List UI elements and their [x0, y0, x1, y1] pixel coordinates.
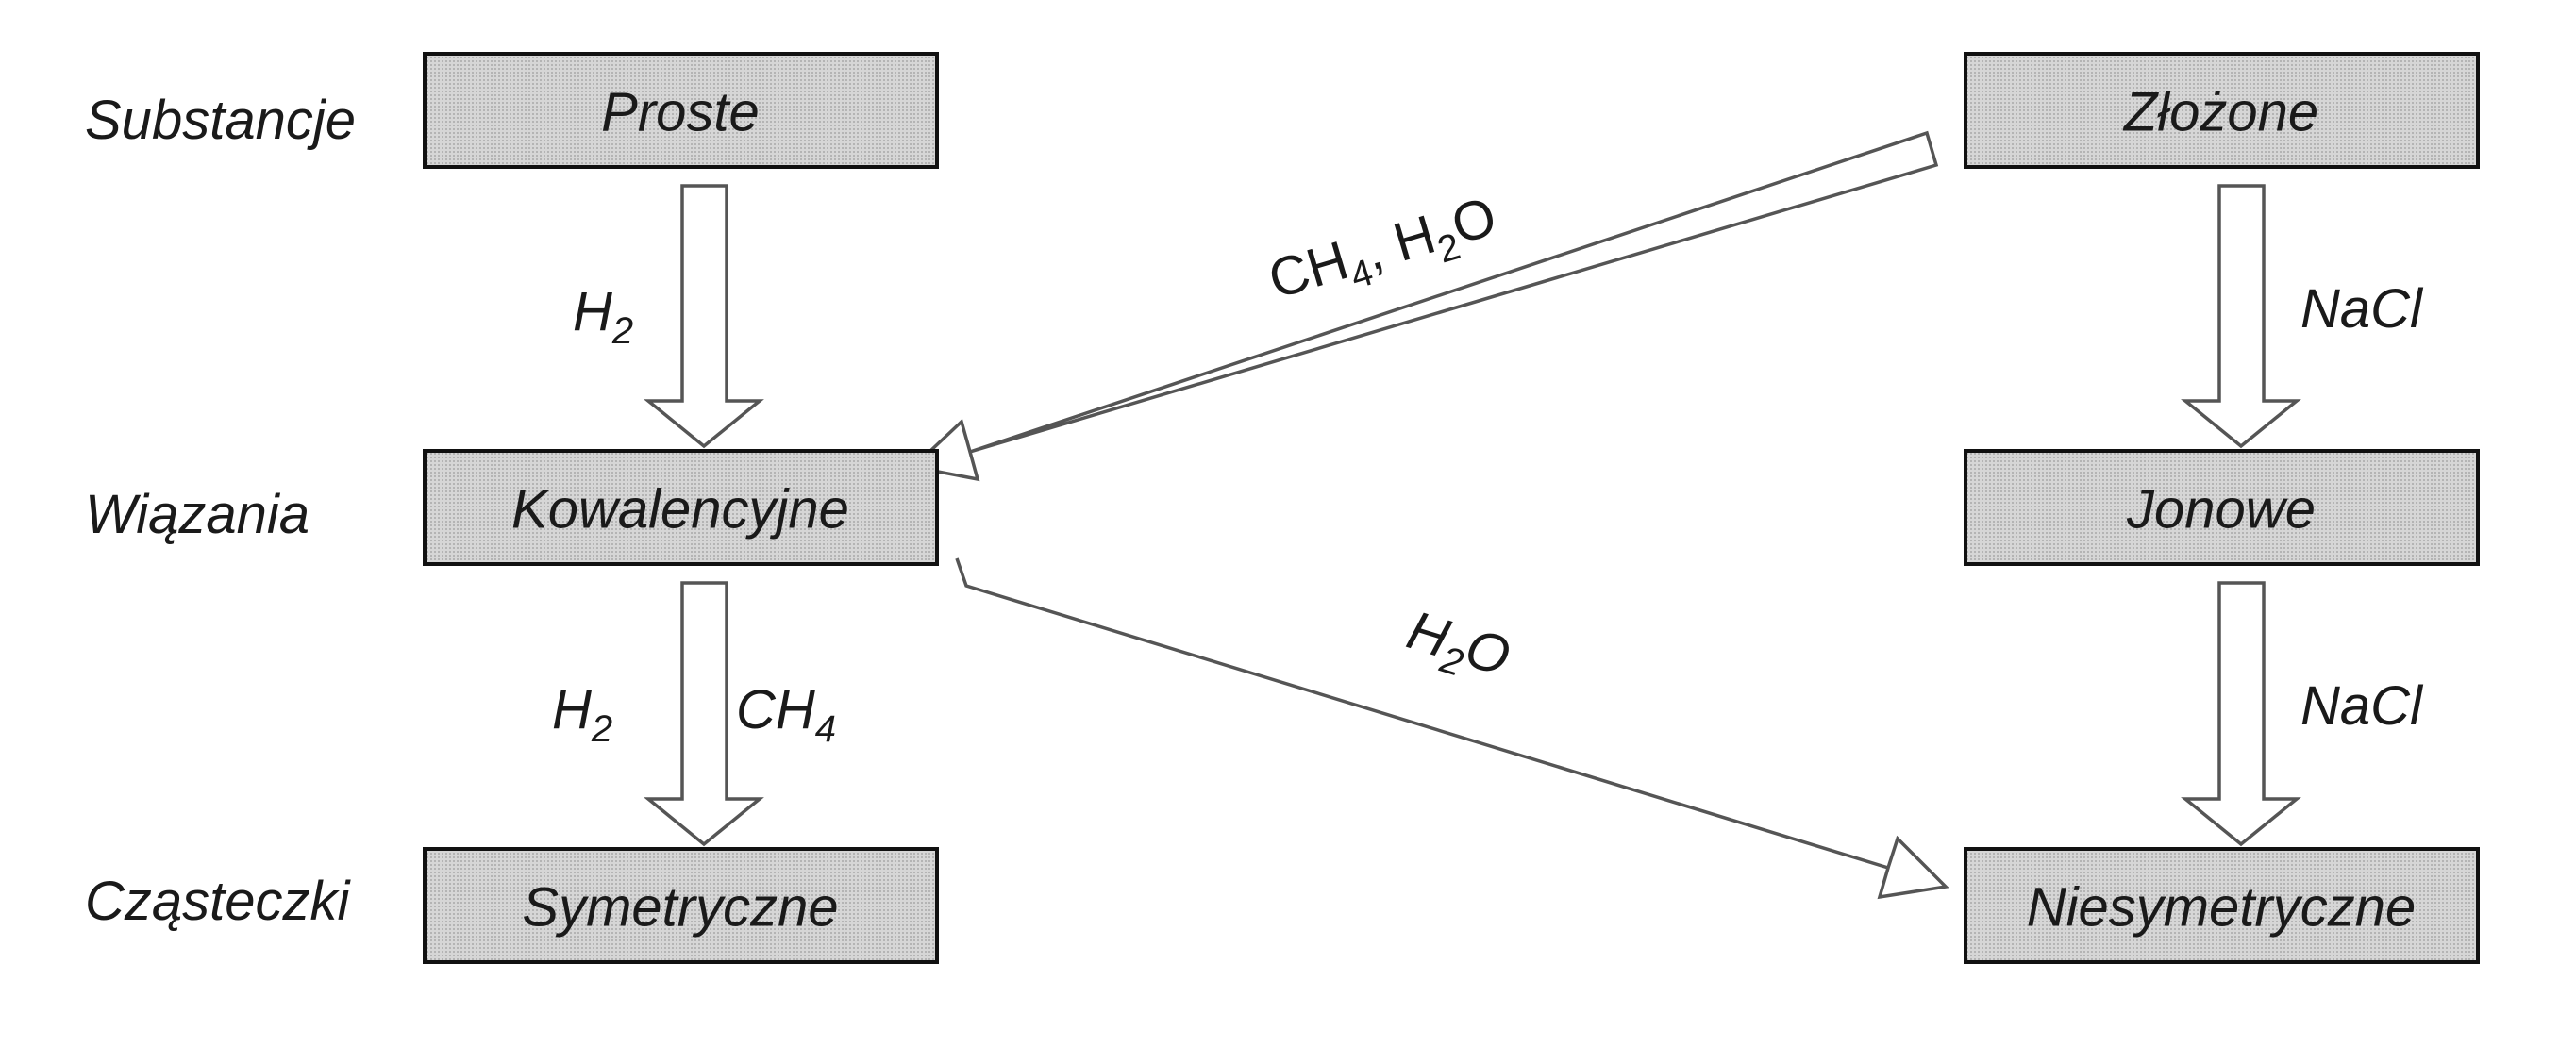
box-ionic: Jonowe — [1964, 449, 2480, 566]
edge-label-ionic-to-asymmetric: NaCl — [2300, 675, 2424, 737]
row-label-bonds: Wiązania — [85, 484, 309, 545]
row-label-substances: Substancje — [85, 90, 356, 151]
box-simple-label: Proste — [601, 82, 760, 143]
arrow-compound-to-ionic — [2181, 184, 2301, 449]
edge-label-covalent-to-asymmetric: H2O — [1397, 599, 1516, 697]
arrow-covalent-to-symmetric — [644, 581, 764, 847]
box-covalent-label: Kowalencyjne — [511, 479, 849, 540]
box-compound-label: Złożone — [2122, 82, 2318, 143]
box-asymmetric: Niesymetryczne — [1964, 847, 2480, 964]
arrow-covalent-to-asymmetric — [955, 557, 1949, 900]
arrow-simple-to-covalent — [644, 184, 764, 449]
box-symmetric: Symetryczne — [423, 847, 939, 964]
arrow-compound-to-covalent — [910, 130, 1939, 482]
arrow-ionic-to-asymmetric — [2181, 581, 2301, 847]
box-compound: Złożone — [1964, 52, 2480, 169]
box-symmetric-label: Symetryczne — [522, 877, 838, 939]
box-ionic-label: Jonowe — [2126, 479, 2316, 540]
edge-label-covalent-to-symmetric-left: H2 — [552, 679, 612, 750]
box-asymmetric-label: Niesymetryczne — [2027, 877, 2417, 939]
box-covalent: Kowalencyjne — [423, 449, 939, 566]
box-simple: Proste — [423, 52, 939, 169]
edge-label-simple-to-covalent: H2 — [573, 281, 633, 352]
row-label-molecules: Cząsteczki — [85, 871, 352, 932]
edge-label-compound-to-ionic: NaCl — [2300, 278, 2424, 340]
edge-label-covalent-to-symmetric-right: CH4 — [736, 679, 836, 750]
edge-label-compound-to-covalent: CH4, H2O — [1262, 185, 1506, 320]
